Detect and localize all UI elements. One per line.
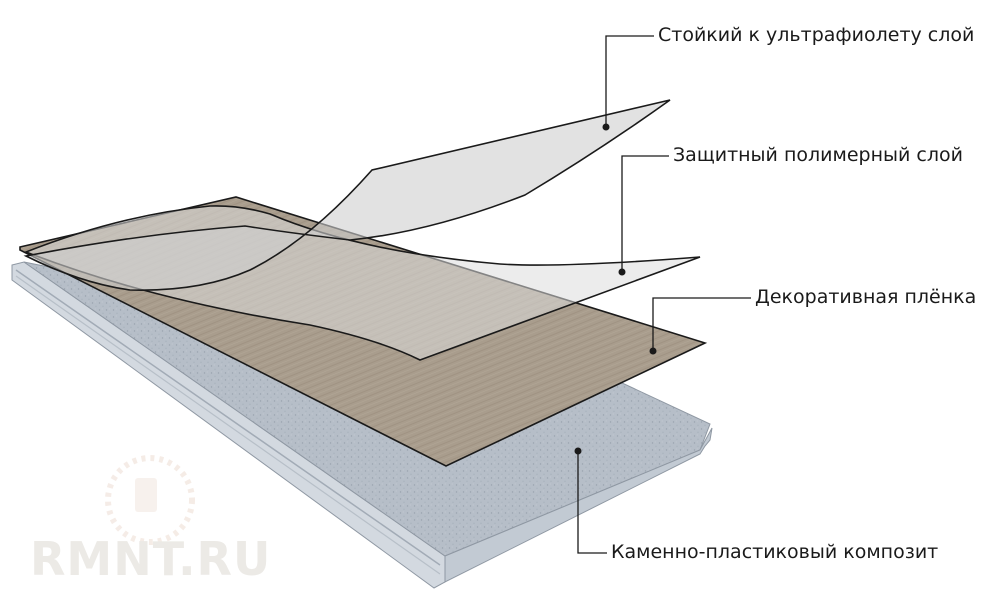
- watermark-logo: [105, 455, 195, 545]
- watermark-text: RMNT.RU: [30, 532, 272, 586]
- callout-polymer: [618, 155, 669, 276]
- label-decorative-film: Декоративная плёнка: [755, 286, 977, 308]
- label-polymer-layer: Защитный полимерный слой: [673, 144, 963, 166]
- base-board-groove-2: [15, 275, 441, 575]
- uv-layer: [23, 99, 671, 291]
- callout-decor: [649, 297, 751, 355]
- label-composite-base: Каменно-пластиковый композит: [611, 541, 939, 563]
- callout-uv: [602, 35, 654, 131]
- base-board-groove-1: [15, 269, 441, 566]
- callout-composite: [574, 447, 607, 554]
- label-uv-layer: Стойкий к ультрафиолету слой: [658, 24, 975, 46]
